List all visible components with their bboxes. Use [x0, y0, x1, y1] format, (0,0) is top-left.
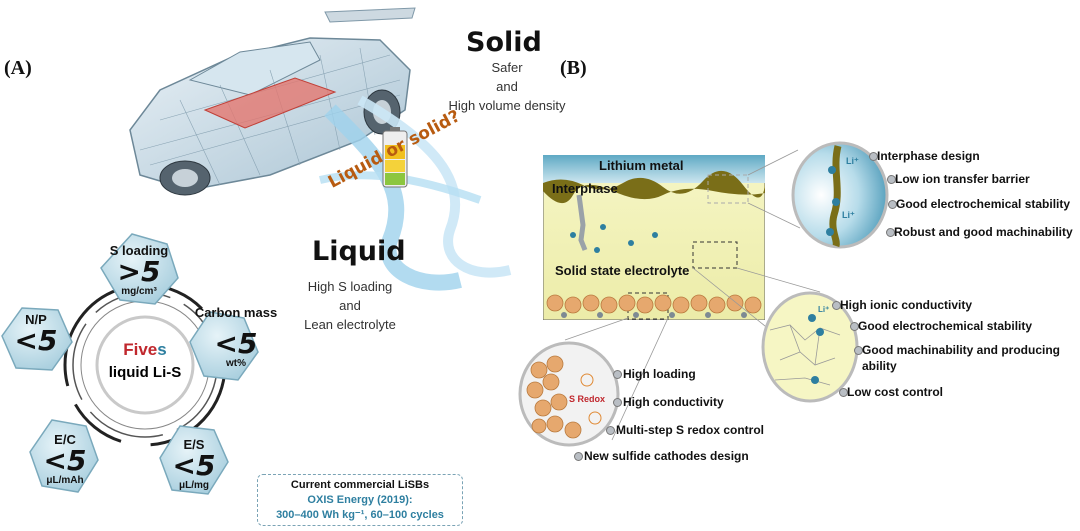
es-value: <5	[172, 449, 216, 482]
liquid-line2: and	[339, 298, 361, 313]
callout-dot	[832, 301, 841, 310]
callout-interphase-design: Interphase design	[877, 149, 980, 163]
np-label: N/P	[25, 312, 47, 327]
hex-carbon-text: Carbon mass <5 wt%	[190, 305, 282, 369]
callout-low-cost: Low cost control	[847, 385, 943, 399]
svg-text:Li⁺: Li⁺	[818, 305, 829, 314]
callout-ionic-conductivity: High ionic conductivity	[840, 298, 973, 312]
callout-dot	[886, 228, 895, 237]
callout-machinability: Good machinability and producing	[862, 343, 1061, 357]
solid-description: Safer and High volume density	[436, 58, 578, 115]
callout-low-ion-barrier: Low ion transfer barrier	[895, 172, 1030, 186]
liquid-title: Liquid	[312, 236, 406, 267]
callout-robust-machinability: Robust and good machinability	[894, 225, 1073, 239]
liquid-line1: High S loading	[307, 279, 393, 294]
hex-ec	[29, 419, 99, 493]
s-loading-unit: mg/cm³	[121, 286, 157, 297]
hex-s-loading	[100, 233, 179, 305]
hex-np-text: N/P <5	[4, 312, 68, 355]
hex-carbon	[189, 311, 259, 381]
liquid-description: High S loading and Lean electrolyte	[290, 277, 410, 334]
s-loading-label: S loading	[109, 243, 169, 258]
es-unit: μL/mg	[178, 480, 209, 491]
commercial-line1: OXIS Energy (2019):	[307, 494, 413, 506]
ec-value: <5	[43, 444, 87, 477]
callout-dot	[869, 152, 878, 161]
callout-dot	[606, 426, 615, 435]
svg-text:Li⁺: Li⁺	[846, 156, 859, 166]
panel-a-label: (A)	[4, 57, 32, 79]
callout-dot	[887, 175, 896, 184]
hexagon-cluster	[1, 233, 259, 495]
solid-line1: Safer	[491, 60, 523, 75]
cell-cross-section	[543, 155, 765, 320]
fives-red-text: Five	[123, 340, 158, 359]
solid-line2: and	[496, 79, 518, 94]
callout-dot	[613, 398, 622, 407]
lithium-metal-label: Lithium metal	[599, 158, 684, 173]
panel-b-label: (B)	[560, 57, 587, 79]
liquid-line3: Lean electrolyte	[304, 317, 396, 332]
fives-center: Fives liquid Li-S	[100, 340, 190, 381]
commercial-box: Current commercial LiSBs OXIS Energy (20…	[257, 474, 463, 526]
callout-electrochem-stability-2: Good electrochemical stability	[858, 319, 1033, 333]
carbon-label: Carbon mass	[194, 305, 278, 320]
commercial-title: Current commercial LiSBs	[290, 479, 430, 491]
callout-high-conductivity: High conductivity	[623, 395, 724, 409]
callout-dot	[888, 200, 897, 209]
electrolyte-label: Solid state electrolyte	[555, 263, 690, 278]
hex-es-text: E/S <5 μL/mg	[162, 437, 226, 491]
interphase-zoom: Li⁺ Li⁺	[791, 141, 889, 249]
solid-line3: High volume density	[448, 98, 566, 113]
callout-dot	[850, 322, 859, 331]
es-label: E/S	[183, 437, 205, 452]
hex-ec-text: E/C <5 μL/mAh	[32, 432, 98, 486]
callout-multi-step-redox: Multi-step S redox control	[616, 423, 765, 437]
callout-dot	[839, 388, 848, 397]
hex-s-loading-text: S loading >5 mg/cm³	[98, 243, 180, 297]
callout-dot	[613, 370, 622, 379]
svg-text:Li⁺: Li⁺	[842, 210, 855, 220]
hex-es	[159, 425, 229, 495]
callout-dot	[854, 346, 863, 355]
callout-high-loading: High loading	[623, 367, 696, 381]
interphase-label: Interphase	[552, 181, 618, 196]
carbon-value: <5	[214, 327, 258, 360]
np-value: <5	[14, 324, 58, 357]
ec-unit: μL/mAh	[46, 475, 84, 486]
fives-blue-text: s	[157, 340, 167, 359]
callout-ability: ability	[862, 359, 897, 373]
callout-sulfide-cathodes: New sulfide cathodes design	[584, 449, 749, 463]
callout-dot	[574, 452, 583, 461]
battery-icon	[382, 127, 408, 188]
commercial-line2: 300–400 Wh kg⁻¹, 60–100 cycles	[276, 509, 444, 521]
fives-subtitle: liquid Li-S	[108, 364, 182, 381]
carbon-unit: wt%	[226, 358, 246, 369]
hex-np	[1, 307, 73, 371]
cathode-zoom: S Redox	[518, 341, 620, 447]
solid-title: Solid	[466, 27, 542, 58]
s-redox-text: S Redox	[569, 394, 605, 404]
callout-electrochem-stability-1: Good electrochemical stability	[896, 197, 1071, 211]
s-loading-value: >5	[117, 255, 161, 288]
ec-label: E/C	[54, 432, 76, 447]
